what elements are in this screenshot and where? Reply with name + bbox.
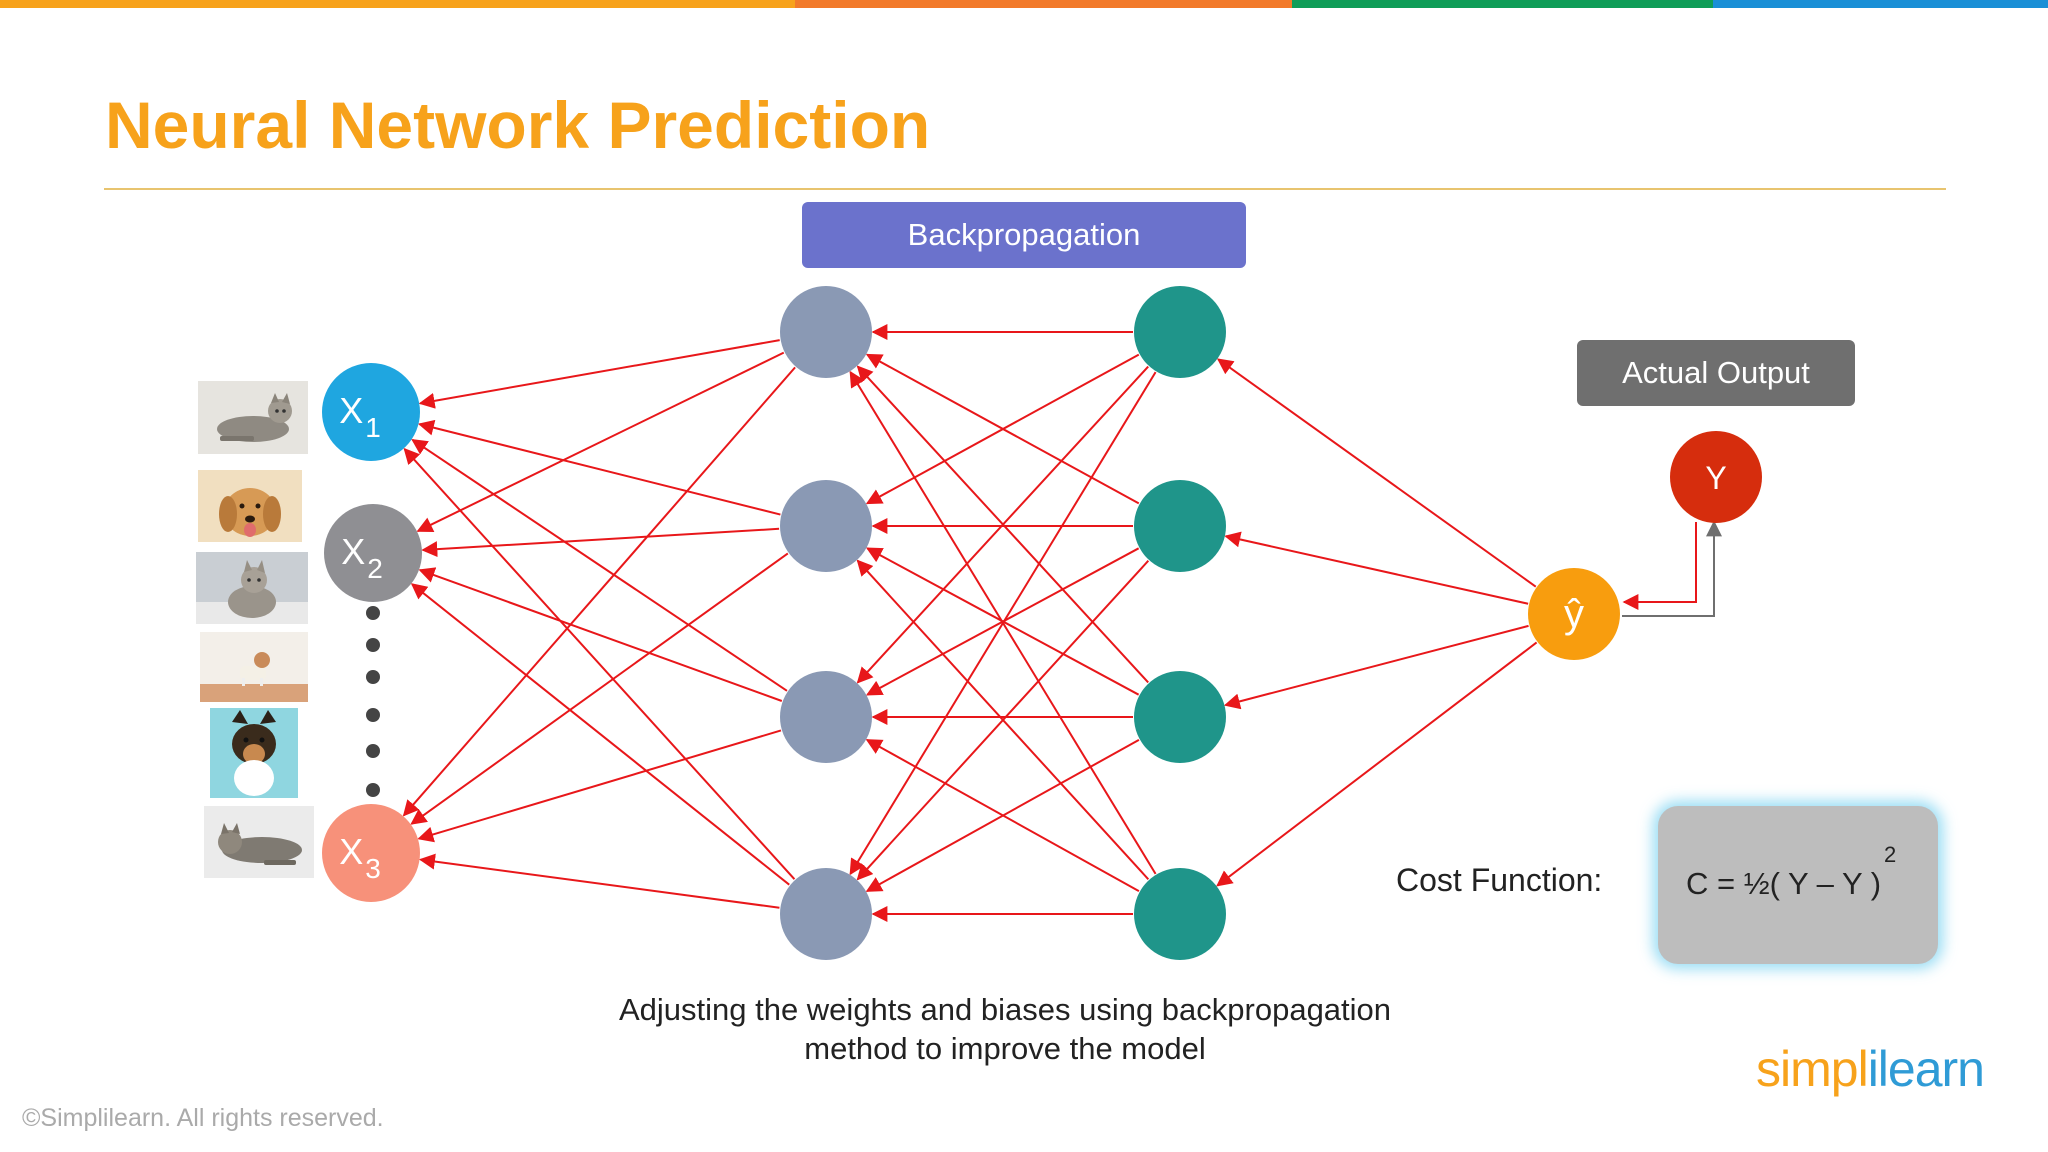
actual-output-badge: Actual Output [1577, 340, 1855, 406]
edge-h1-2-to-input-1 [417, 419, 781, 516]
connector-output-to-actual [1622, 520, 1722, 617]
edge-output-to-h2-3 [1223, 624, 1529, 710]
input-node-x2: X2 [324, 504, 422, 602]
edge-h2-4-to-h1-3 [865, 738, 1140, 893]
edge-h1-1-to-input-1 [418, 339, 780, 409]
top-bar-segment-blue [1713, 0, 2048, 8]
image-cat-side [204, 806, 314, 878]
edge-h1-1-to-input-3 [402, 366, 796, 817]
svg-text:X3: X3 [339, 831, 381, 884]
edge-output-to-h2-4 [1216, 641, 1538, 887]
caption: Adjusting the weights and biases using b… [560, 990, 1450, 1068]
top-bar-segment-orange [0, 0, 795, 8]
hidden-layer-1-node-4 [780, 868, 872, 960]
edge-h1-2-to-input-3 [410, 552, 789, 825]
edge-h1-2-to-input-2 [421, 527, 780, 558]
hidden-layer-2-node-1 [1134, 286, 1226, 378]
hidden-layer-1-node-1 [780, 286, 872, 378]
hidden-layer-2-node-2 [1134, 480, 1226, 572]
cost-formula: C = ½( Y – Y ) [1686, 866, 1882, 901]
image-small-dog [200, 632, 308, 702]
edge-h1-3-to-input-1 [411, 438, 788, 692]
svg-text:X2: X2 [341, 531, 383, 584]
cost-formula-exponent: 2 [1884, 842, 1897, 867]
connection-lines [402, 324, 1538, 922]
edge-h1-3-to-input-2 [418, 567, 783, 702]
top-color-bar [0, 0, 2048, 8]
edge-output-to-h2-1 [1216, 358, 1537, 588]
input-ellipsis-dots [366, 606, 380, 797]
caption-line-2: method to improve the model [804, 1031, 1206, 1066]
edge-h2-4-to-h1-2 [856, 559, 1150, 880]
svg-text:X1: X1 [339, 390, 381, 443]
svg-text:ŷ: ŷ [1564, 592, 1584, 636]
edge-h1-4-to-input-3 [418, 853, 780, 909]
edge-h2-2-to-h1-1 [865, 353, 1140, 505]
input-node-x3: X3 [322, 804, 420, 902]
copyright-notice: ©Simplilearn. All rights reserved. [22, 1104, 384, 1132]
edge-h1-1-to-input-2 [416, 351, 785, 532]
edge-h1-4-to-input-2 [410, 583, 790, 886]
caption-line-1: Adjusting the weights and biases using b… [618, 992, 1392, 1027]
edge-h2-3-to-h1-1 [856, 365, 1149, 684]
cost-function-label: Cost Function: [1396, 862, 1603, 898]
slide-title: Neural Network Prediction [105, 88, 931, 162]
svg-text:Y: Y [1705, 460, 1726, 496]
top-bar-segment-coral [795, 0, 1292, 8]
predicted-output-node: ŷ [1528, 568, 1620, 660]
image-golden-retriever [198, 470, 302, 542]
top-bar-segment-green [1292, 0, 1713, 8]
simplilearn-logo: simplilearn [1756, 1041, 1985, 1097]
edge-output-to-h2-2 [1224, 531, 1529, 605]
edge-h1-3-to-input-3 [417, 729, 782, 843]
cost-formula-box: C = ½( Y – Y ) 2 [1658, 806, 1938, 964]
input-node-x1: X1 [322, 363, 420, 461]
hidden-layer-2-node-4 [1134, 868, 1226, 960]
hidden-layer-2-node-3 [1134, 671, 1226, 763]
edge-h2-4-to-h1-1 [849, 370, 1157, 875]
connector-actual-to-output [1622, 522, 1697, 610]
image-cat-lying [198, 381, 308, 454]
hidden-layer-1-node-3 [780, 671, 872, 763]
hidden-layer-1-node-2 [780, 480, 872, 572]
image-cat-sitting [196, 552, 308, 624]
actual-output-node: Y [1670, 431, 1762, 523]
image-german-shepherd [210, 708, 298, 798]
title-divider [104, 188, 1946, 190]
edge-h1-4-to-input-1 [403, 447, 796, 880]
backpropagation-badge: Backpropagation [802, 202, 1246, 268]
